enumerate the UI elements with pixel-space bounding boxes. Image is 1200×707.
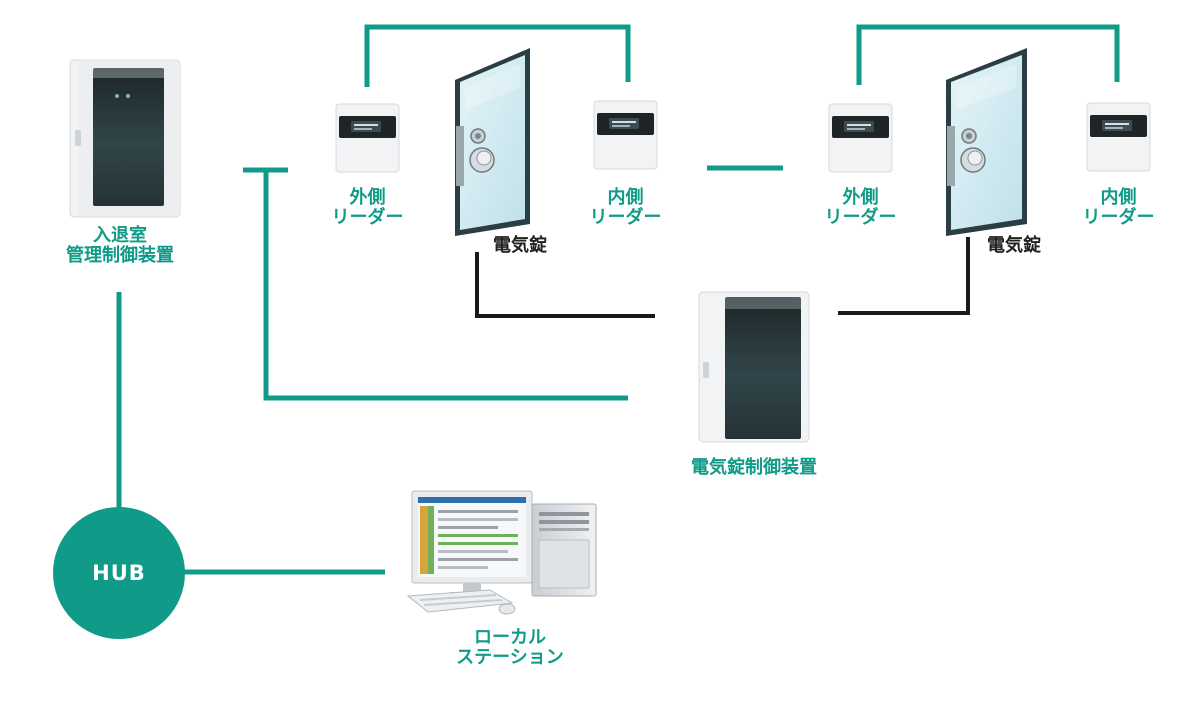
card-reader-icon	[593, 100, 658, 170]
inner-reader-1-label: 内側 リーダー	[578, 188, 673, 228]
access-control-panel-icon	[69, 59, 181, 218]
glass-door-icon	[946, 48, 1027, 236]
line-lock2-to-lock-controller	[838, 237, 970, 315]
local-station-label: ローカル ステーション	[430, 628, 590, 668]
lock-control-panel-icon	[698, 291, 810, 443]
hub-label: HUB	[92, 561, 146, 585]
outer-reader-2-label-line1: 外側	[842, 187, 879, 208]
outer-reader-2-label-line2: リーダー	[824, 207, 897, 228]
electric-lock-1-label: 電気錠	[493, 235, 547, 256]
network-lines	[116, 24, 1120, 575]
inner-reader-2-label: 内側 リーダー	[1071, 188, 1166, 228]
line-reader-pair-2	[856, 24, 1120, 85]
line-bus-to-lock-controller	[243, 167, 628, 401]
lock-lines	[475, 237, 970, 318]
workstation-computer-icon	[406, 490, 597, 615]
controller-label-line1: 入退室	[93, 225, 147, 246]
inner-reader-2-label-line2: リーダー	[1082, 207, 1155, 228]
card-reader-icon	[1086, 102, 1151, 172]
controller-label: 入退室 管理制御装置	[50, 226, 190, 266]
outer-reader-2-label: 外側 リーダー	[813, 188, 908, 228]
line-lock1-to-lock-controller	[475, 252, 655, 318]
inner-reader-1-label-line1: 内側	[607, 187, 644, 208]
local-station-label-line2: ステーション	[456, 647, 564, 668]
inner-reader-2-label-line1: 内側	[1100, 187, 1137, 208]
card-reader-icon	[828, 103, 893, 173]
local-station-label-line1: ローカル	[474, 627, 546, 648]
controller-label-line2: 管理制御装置	[66, 245, 174, 266]
lock-controller-label: 電気錠制御装置	[691, 457, 817, 478]
glass-door-icon	[455, 48, 530, 236]
card-reader-icon	[335, 103, 400, 173]
outer-reader-1-label-line2: リーダー	[331, 207, 404, 228]
outer-reader-1-label: 外側 リーダー	[320, 188, 415, 228]
hub-circle-icon	[53, 507, 185, 639]
electric-lock-2-label: 電気錠	[987, 235, 1041, 256]
line-reader-pair-1	[364, 24, 631, 87]
inner-reader-1-label-line2: リーダー	[589, 207, 662, 228]
outer-reader-1-label-line1: 外側	[349, 187, 386, 208]
